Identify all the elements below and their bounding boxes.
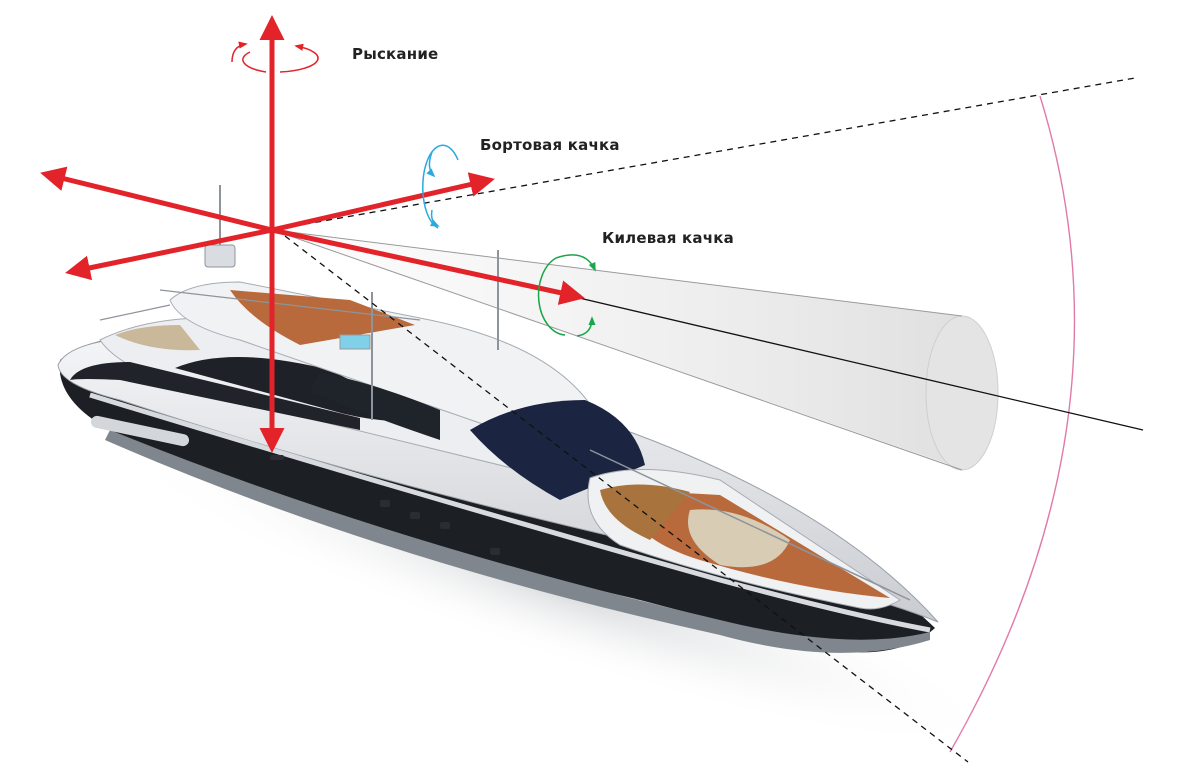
axes: [40, 15, 585, 453]
yacht: [57, 185, 939, 653]
roll-axis: [271, 172, 495, 233]
radar-dome: [204, 244, 236, 268]
pitch-axis-back: [65, 227, 273, 281]
pitch-label: Килевая качка: [602, 229, 734, 247]
jacuzzi: [339, 334, 371, 350]
roll-label: Бортовая качка: [480, 136, 620, 154]
pitch-rotation-icon: [537, 254, 596, 337]
yaw-rotation-icon: [231, 41, 319, 73]
side-window: [70, 362, 360, 430]
reference-arc: [949, 95, 1076, 753]
roll-axis-back: [40, 166, 273, 233]
yaw-label: Рыскание: [352, 45, 439, 63]
pitch-axis: [271, 227, 585, 305]
roll-rotation-icon: [422, 144, 459, 229]
guide-lines: [271, 77, 1144, 763]
pitch-cone: [289, 231, 999, 471]
